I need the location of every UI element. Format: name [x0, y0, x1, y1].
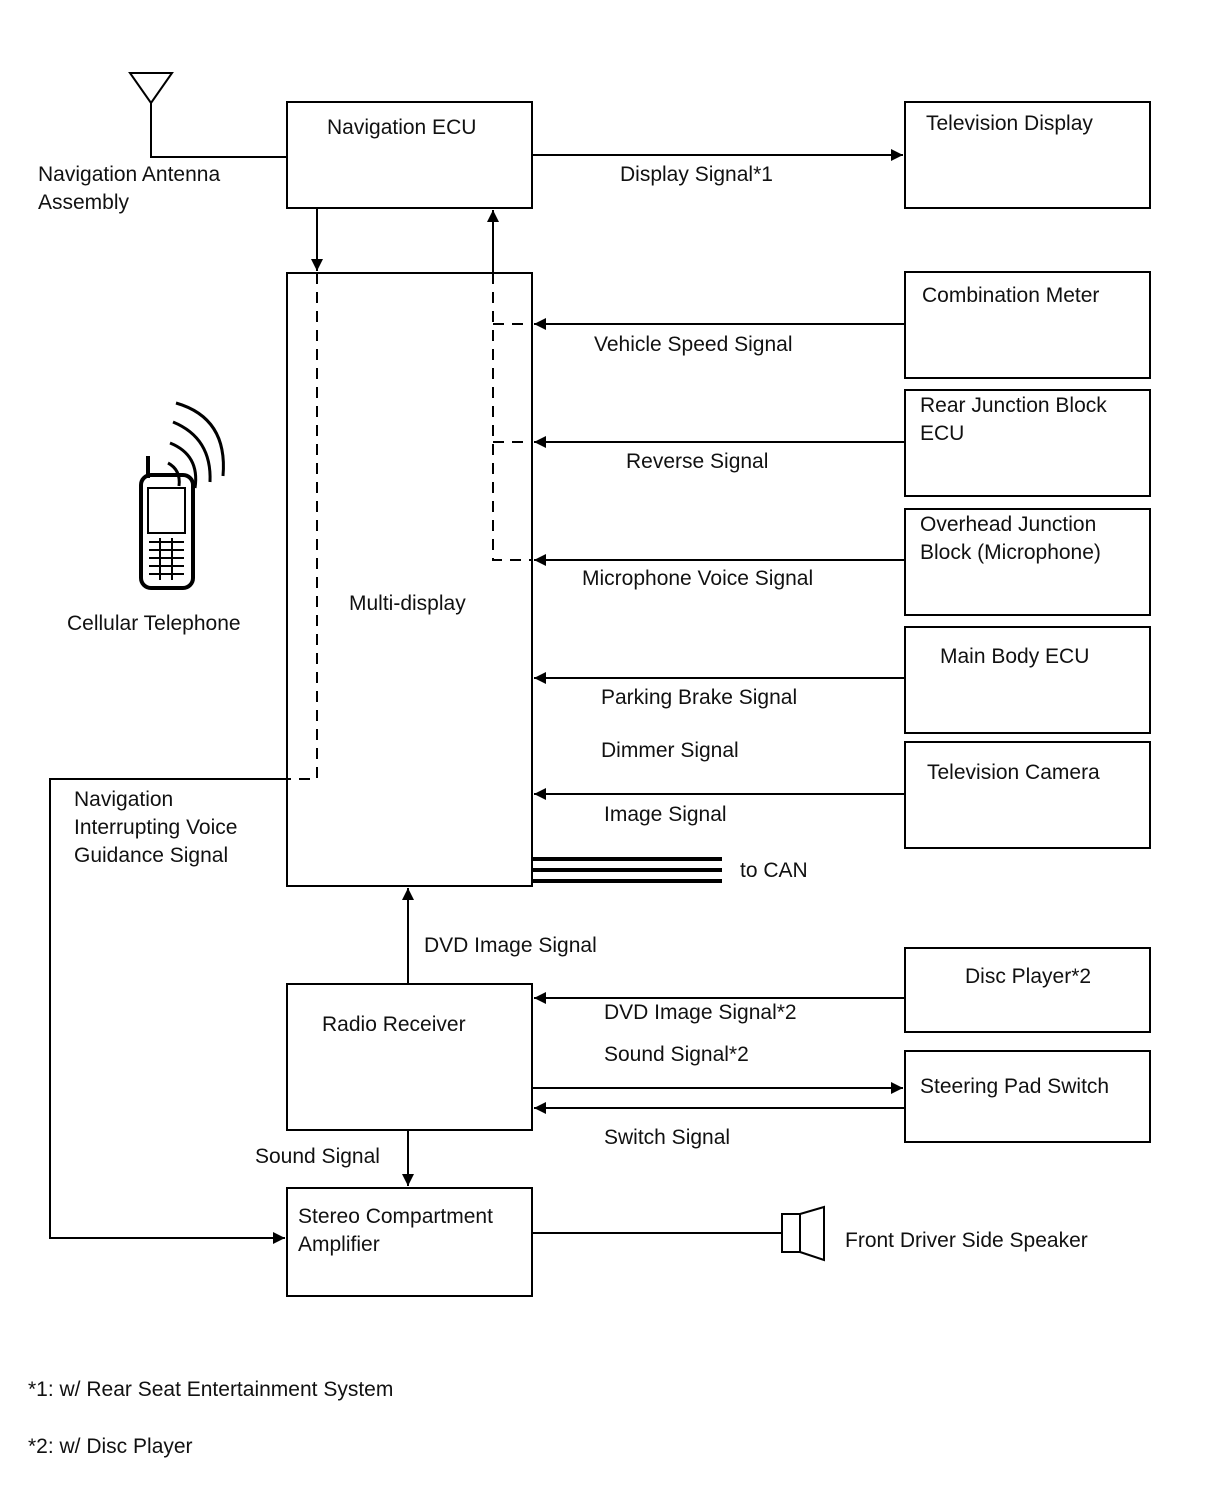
television-camera-box [904, 741, 1151, 849]
can-bus-lines [532, 857, 722, 883]
vehicle-speed-signal-label: Vehicle Speed Signal [594, 333, 793, 356]
to-can-label: to CAN [740, 859, 808, 882]
combination-meter-label: Combination Meter [922, 284, 1100, 307]
sound-signal-label: Sound Signal [255, 1145, 380, 1168]
dvd-image-signal-label: DVD Image Signal [424, 934, 597, 957]
nav-interrupt-signal-line [49, 778, 287, 1244]
overhead-junction-block-label: Overhead Junction Block (Microphone) [920, 513, 1101, 564]
multi-display-label: Multi-display [349, 592, 466, 615]
main-body-ecu-box [904, 626, 1151, 734]
steering-pad-switch-box [904, 1050, 1151, 1143]
television-display-label: Television Display [926, 112, 1093, 135]
dashed-route-right [492, 273, 532, 561]
stereo-compartment-amplifier-label: Stereo Compartment Amplifier [298, 1205, 493, 1256]
front-driver-side-speaker-label: Front Driver Side Speaker [845, 1229, 1088, 1252]
disc-player-label: Disc Player*2 [965, 965, 1092, 988]
multi-display-box [286, 272, 533, 887]
dimmer-signal-label: Dimmer Signal [601, 739, 739, 762]
footnote-1: *1: w/ Rear Seat Entertainment System [28, 1378, 394, 1401]
sound-signal-2-label: Sound Signal*2 [604, 1043, 749, 1066]
navigation-antenna-label: Navigation Antenna Assembly [38, 163, 221, 214]
disc-player-box [904, 947, 1151, 1033]
television-display-box [904, 101, 1151, 209]
stereo-compartment-amplifier-box [286, 1187, 533, 1297]
television-camera-label: Television Camera [927, 761, 1100, 784]
switch-signal-label: Switch Signal [604, 1126, 731, 1149]
overhead-junction-block-box [904, 508, 1151, 616]
microphone-voice-signal-label: Microphone Voice Signal [582, 567, 814, 590]
reverse-signal-label: Reverse Signal [626, 450, 769, 473]
dashed-route-left [287, 273, 318, 780]
cellular-telephone-label: Cellular Telephone [67, 612, 241, 635]
display-signal-label: Display Signal*1 [620, 163, 773, 186]
cellular-telephone-icon [139, 401, 225, 590]
footnote-2: *2: w/ Disc Player [28, 1435, 193, 1458]
main-body-ecu-label: Main Body ECU [940, 645, 1090, 668]
image-signal-label: Image Signal [604, 803, 727, 826]
navigation-ecu-label: Navigation ECU [327, 116, 477, 139]
radio-receiver-box [286, 983, 533, 1131]
dvd-image-signal-2-label: DVD Image Signal*2 [604, 1001, 797, 1024]
steering-pad-switch-label: Steering Pad Switch [920, 1075, 1110, 1098]
nav-interrupting-voice-label: Navigation Interrupting Voice Guidance S… [74, 788, 238, 867]
radio-receiver-label: Radio Receiver [322, 1013, 466, 1036]
antenna-icon [128, 72, 287, 158]
speaker-icon [781, 1205, 825, 1262]
parking-brake-signal-label: Parking Brake Signal [601, 686, 798, 709]
rear-junction-block-label: Rear Junction Block ECU [920, 394, 1107, 445]
